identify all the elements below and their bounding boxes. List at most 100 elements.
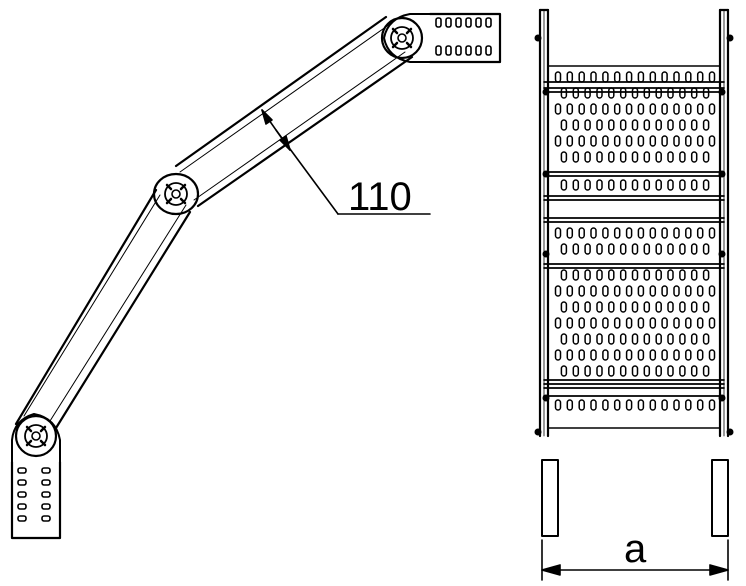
perforation-slot xyxy=(608,301,615,313)
perforation-slot xyxy=(566,227,574,239)
perforation-slot xyxy=(661,135,668,147)
perforation-slot xyxy=(667,301,674,313)
perforation-slot xyxy=(566,349,574,361)
bottom-plate-slots xyxy=(17,467,51,522)
perforation-slot xyxy=(649,135,657,147)
perforation-slot xyxy=(690,179,698,191)
perforation-slot xyxy=(566,135,574,147)
perforation-slot xyxy=(596,179,603,191)
perforation-slot xyxy=(696,135,704,147)
perforation-slot xyxy=(631,119,639,131)
perforation-slot xyxy=(625,135,633,147)
perforation-slot xyxy=(596,269,603,281)
perforation-slot xyxy=(649,399,657,411)
bottom-connector-plate xyxy=(10,413,62,540)
perforation-slot xyxy=(673,71,680,83)
perforation-slot xyxy=(613,135,621,147)
perforation-slot xyxy=(631,333,639,345)
top-connector-plate xyxy=(383,12,502,64)
articulated-bend-view xyxy=(10,12,502,540)
perforation-slot xyxy=(661,349,668,361)
perforation-slot xyxy=(702,179,710,191)
perforation-slot xyxy=(560,243,568,255)
perforation-slot xyxy=(637,135,645,147)
perforation-slot xyxy=(702,301,710,313)
perforation-slot xyxy=(602,399,609,411)
perforation-slot xyxy=(613,227,621,239)
top-plate-slots xyxy=(435,17,492,56)
perforation-slot xyxy=(708,103,716,115)
perforation-slot xyxy=(625,285,633,297)
perforation-slot xyxy=(637,317,645,329)
perforation-slot xyxy=(661,103,668,115)
perforation-slot xyxy=(690,87,698,99)
perforation-slot xyxy=(673,103,680,115)
perforation-slot xyxy=(673,317,680,329)
perforation-slot xyxy=(560,179,568,191)
perforation-slot xyxy=(578,317,585,329)
perforation-slot xyxy=(643,179,651,191)
perforation-slot xyxy=(667,269,674,281)
perforation-slot xyxy=(708,349,716,361)
perforation-slot xyxy=(619,333,627,345)
perforation-slot xyxy=(619,179,627,191)
perforation-slot xyxy=(708,227,716,239)
perforation-slot xyxy=(696,317,704,329)
perforation-slot xyxy=(702,87,710,99)
perforation-slot xyxy=(566,399,574,411)
perforation-slot xyxy=(667,119,674,131)
perforation-slot xyxy=(578,135,585,147)
perforation-slot xyxy=(584,119,591,131)
perforation-slot xyxy=(649,227,657,239)
perforation-slot xyxy=(578,103,585,115)
perforation-slot xyxy=(655,119,662,131)
perforation-slot xyxy=(625,227,633,239)
perforation-slot xyxy=(655,333,662,345)
perforation-slot xyxy=(554,399,562,411)
perforation-slot xyxy=(661,399,668,411)
perforation-slot xyxy=(584,301,591,313)
tray-bottom-tabs xyxy=(541,459,729,537)
perforation-slot xyxy=(702,269,710,281)
perforation-slot xyxy=(679,119,686,131)
perforation-slot xyxy=(631,179,639,191)
perforation-slot xyxy=(643,365,651,377)
perforation-slot xyxy=(596,87,603,99)
perforation-slot xyxy=(554,103,562,115)
perforation-slot xyxy=(566,103,574,115)
perforation-slot xyxy=(655,301,662,313)
perforation-slot xyxy=(590,135,597,147)
perforation-slot xyxy=(572,179,580,191)
perforation-slot xyxy=(708,317,716,329)
perforation-slot xyxy=(596,333,603,345)
perforation-slot xyxy=(613,349,621,361)
perforation-slot xyxy=(572,151,580,163)
perforation-slot xyxy=(685,349,692,361)
perforation-slot xyxy=(596,119,603,131)
perforation-slot xyxy=(584,179,591,191)
perforation-slot xyxy=(584,269,591,281)
perforation-slot xyxy=(608,151,615,163)
perforation-slot xyxy=(685,227,692,239)
perforation-slot xyxy=(584,333,591,345)
perforation-slot xyxy=(643,151,651,163)
tray-top-view xyxy=(534,8,734,581)
hinge-joint-bottom xyxy=(14,414,58,458)
perforation-slot xyxy=(702,151,710,163)
perforation-slot xyxy=(661,71,668,83)
perforation-slot xyxy=(690,243,698,255)
perforation-slot xyxy=(625,71,633,83)
perforation-slot xyxy=(590,227,597,239)
perforation-slot xyxy=(685,71,692,83)
perforation-slot xyxy=(685,317,692,329)
perforation-slot xyxy=(679,301,686,313)
perforation-slot xyxy=(625,103,633,115)
perforation-slot xyxy=(584,87,591,99)
perforation-slot xyxy=(679,87,686,99)
perforation-slot xyxy=(637,103,645,115)
perforation-slot xyxy=(649,71,657,83)
perforation-slot xyxy=(608,179,615,191)
perforation-slot xyxy=(702,333,710,345)
perforation-slot xyxy=(560,365,568,377)
